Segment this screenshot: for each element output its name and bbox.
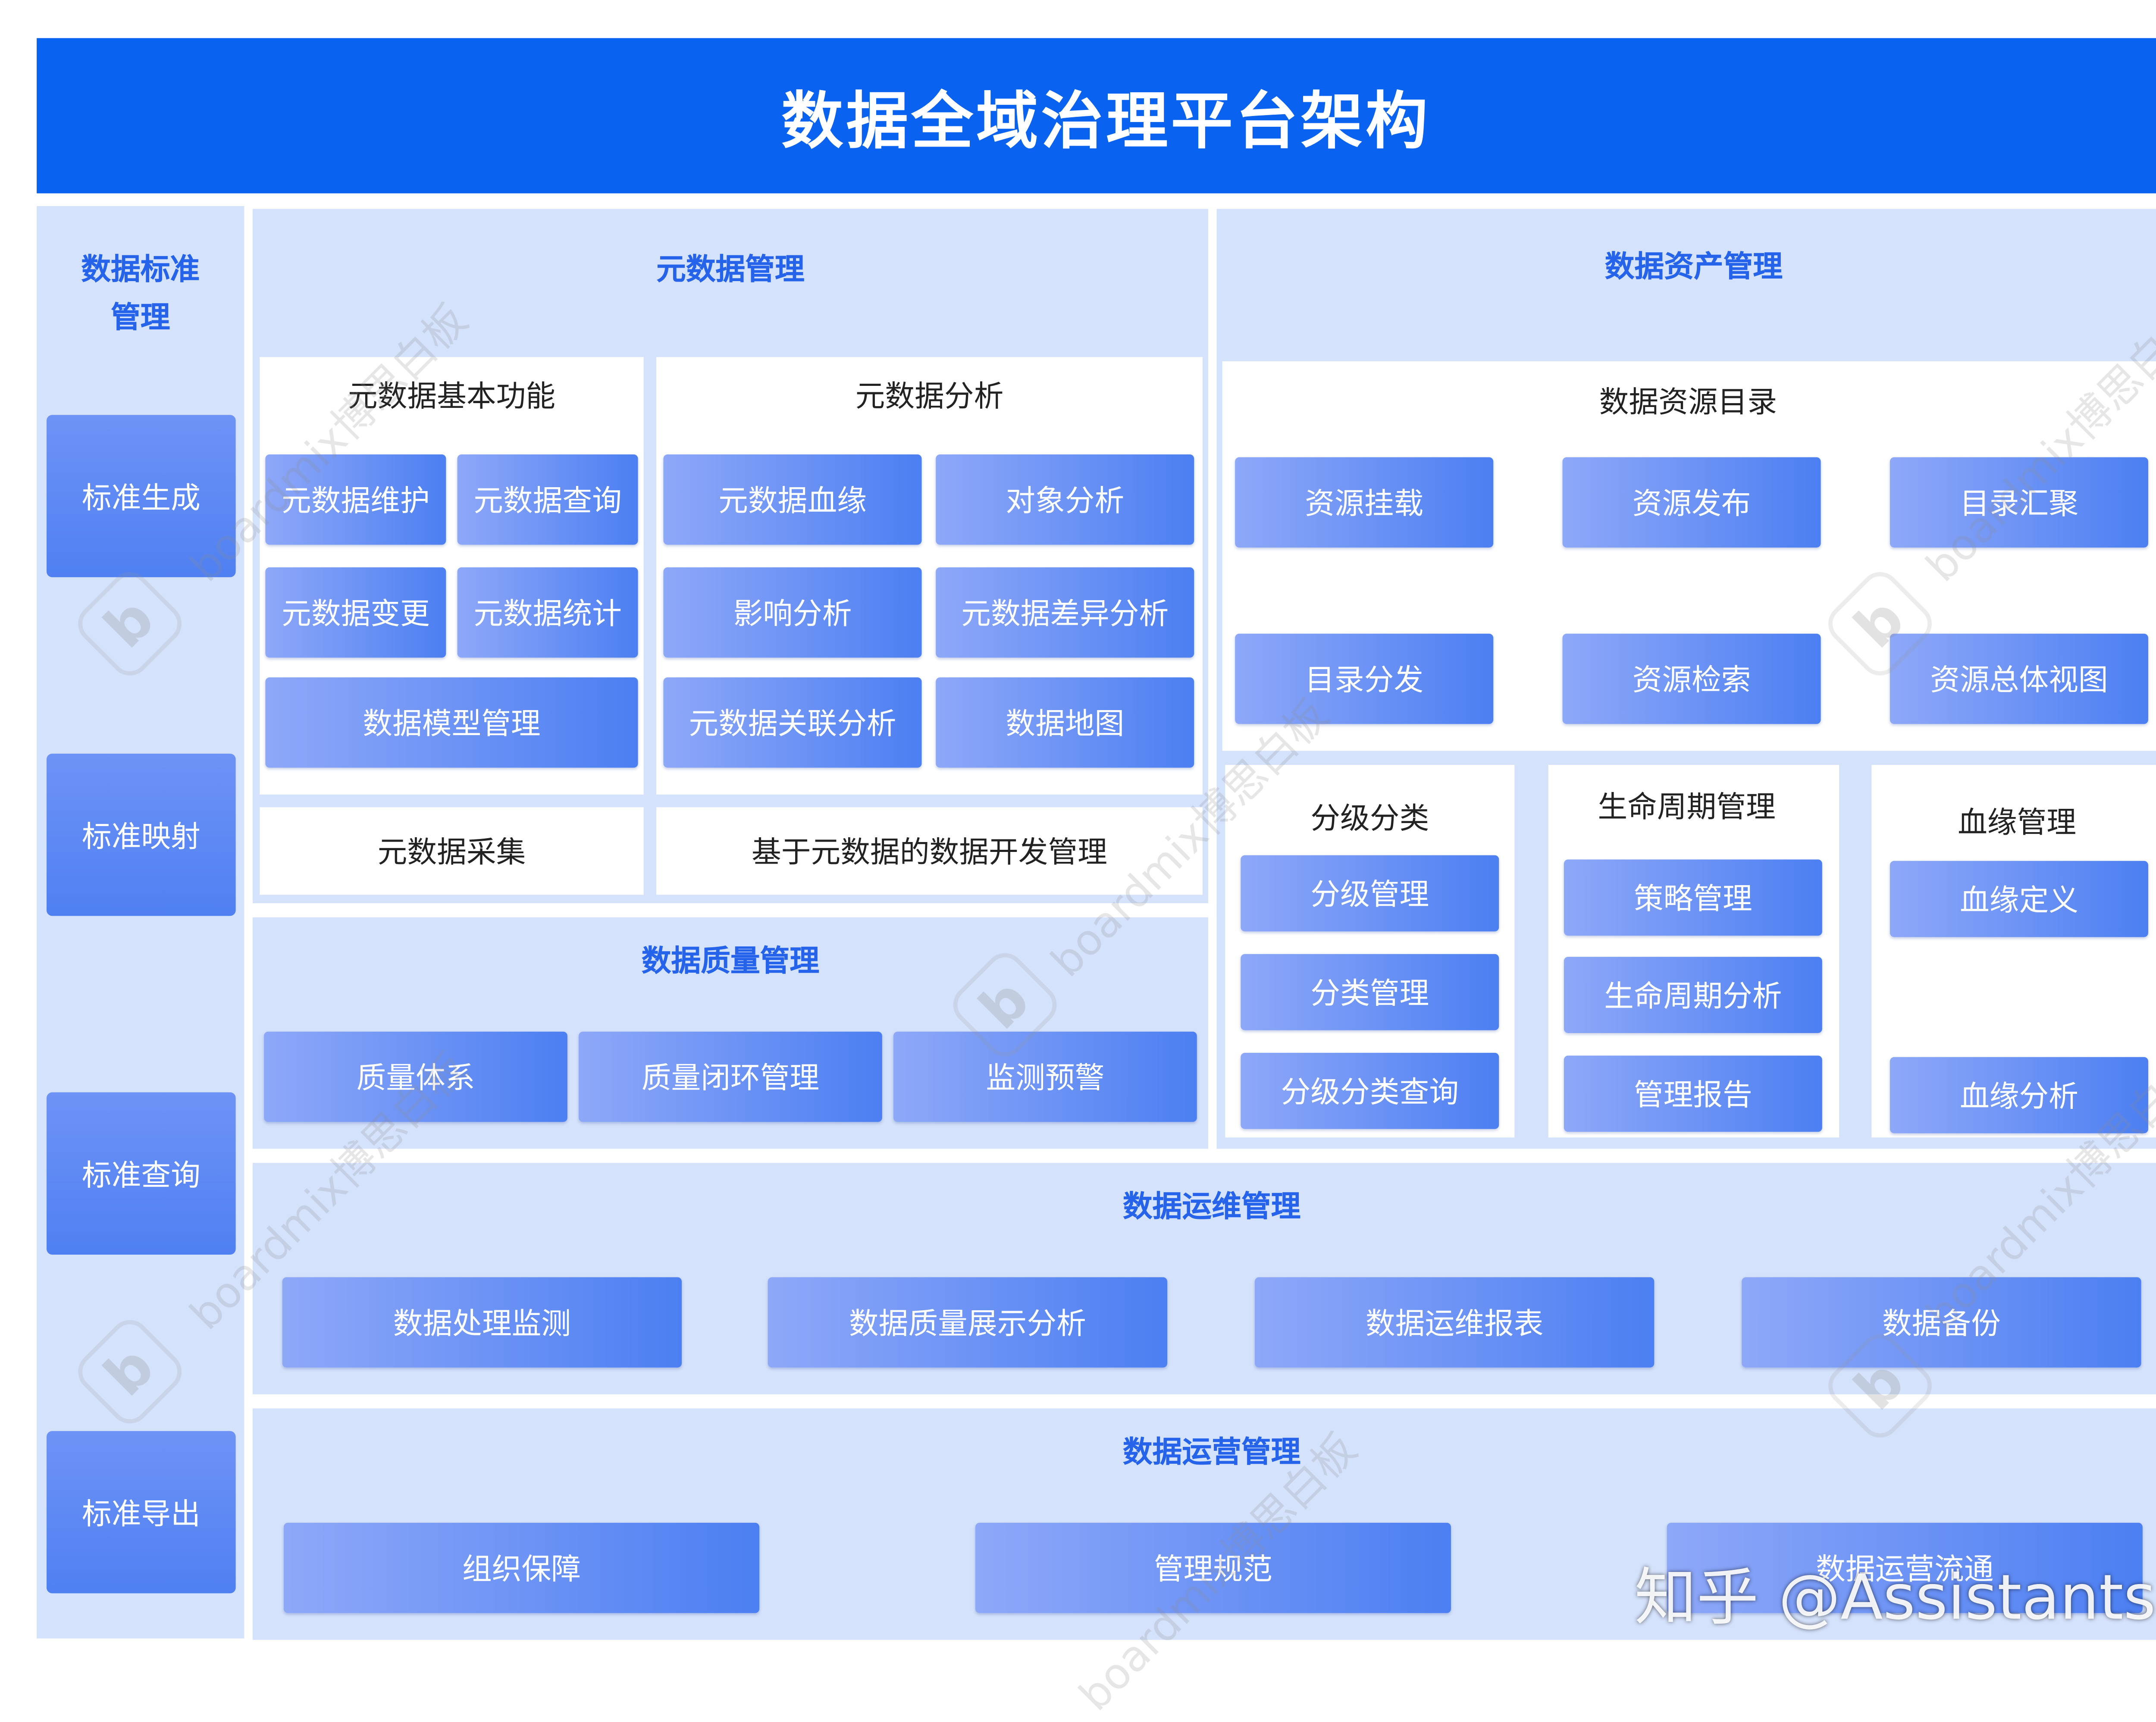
resource-search-button[interactable]: 资源检索 [1562,633,1821,724]
standard-export-button[interactable]: 标准导出 [47,1431,236,1594]
grading-title: 分级分类 [1310,802,1429,836]
catalog-aggregate-button[interactable]: 目录汇聚 [1890,457,2148,548]
quality-display-button[interactable]: 数据质量展示分析 [768,1277,1168,1368]
footer-watermark: 知乎 @Assistants [1634,1562,2156,1634]
metadata-stats-button[interactable]: 元数据统计 [457,567,638,658]
data-operation-circulation-button[interactable]: 数据运营流通 [1667,1522,2143,1613]
classify-manage-button[interactable]: 分类管理 [1241,954,1499,1030]
management-norm-button[interactable]: 管理规范 [975,1522,1451,1613]
grade-manage-button[interactable]: 分级管理 [1241,855,1499,932]
lineage-define-button[interactable]: 血缘定义 [1890,861,2148,937]
impact-analysis-button[interactable]: 影响分析 [663,567,922,658]
quality-system-button[interactable]: 质量体系 [264,1031,567,1122]
metadata-change-button[interactable]: 元数据变更 [265,567,446,658]
resource-mount-button[interactable]: 资源挂载 [1235,457,1494,548]
metadata-query-button[interactable]: 元数据查询 [457,454,638,545]
data-backup-button[interactable]: 数据备份 [1742,1277,2141,1368]
metadata-maintain-button[interactable]: 元数据维护 [265,454,446,545]
catalog-title: 数据资源目录 [1599,385,1777,420]
metadata-lineage-button[interactable]: 元数据血缘 [663,454,922,545]
lineage-analysis-button[interactable]: 血缘分析 [1890,1057,2148,1133]
data-map-button[interactable]: 数据地图 [936,677,1194,768]
object-analysis-button[interactable]: 对象分析 [936,454,1194,545]
processing-monitor-button[interactable]: 数据处理监测 [282,1277,682,1368]
standard-generate-button[interactable]: 标准生成 [47,415,236,577]
catalog-distribute-button[interactable]: 目录分发 [1235,633,1494,724]
ops-title: 数据运维管理 [1122,1190,1301,1224]
operation-title: 数据运营管理 [1122,1435,1301,1469]
metadata-dev-management[interactable]: 基于元数据的数据开发管理 [656,807,1203,895]
metadata-diff-button[interactable]: 元数据差异分析 [936,567,1194,658]
policy-manage-button[interactable]: 策略管理 [1564,859,1822,936]
monitor-alert-button[interactable]: 监测预警 [893,1031,1197,1122]
standard-mapping-button[interactable]: 标准映射 [47,753,236,916]
metadata-title: 元数据管理 [656,252,805,287]
asset-title: 数据资产管理 [1604,250,1783,284]
page-title: 数据全域治理平台架构 [37,38,2156,194]
lineage-title: 血缘管理 [1958,806,2077,840]
standard-title: 数据标准 管理 [81,252,200,335]
ops-report-button[interactable]: 数据运维报表 [1254,1277,1655,1368]
lifecycle-analysis-button[interactable]: 生命周期分析 [1564,957,1822,1033]
lifecycle-title: 生命周期管理 [1598,790,1776,824]
metadata-collect[interactable]: 元数据采集 [260,807,644,895]
resource-publish-button[interactable]: 资源发布 [1562,457,1821,548]
resource-overview-button[interactable]: 资源总体视图 [1890,633,2148,724]
grading-query-button[interactable]: 分级分类查询 [1241,1052,1499,1129]
metadata-basic-title: 元数据基本功能 [348,379,556,414]
data-model-button[interactable]: 数据模型管理 [265,677,638,768]
org-guarantee-button[interactable]: 组织保障 [283,1522,760,1613]
quality-loop-button[interactable]: 质量闭环管理 [579,1031,882,1122]
manage-report-button[interactable]: 管理报告 [1564,1055,1822,1132]
standard-query-button[interactable]: 标准查询 [47,1092,236,1255]
metadata-relation-button[interactable]: 元数据关联分析 [663,677,922,768]
metadata-analysis-title: 元数据分析 [855,379,1004,414]
quality-title: 数据质量管理 [641,944,820,978]
